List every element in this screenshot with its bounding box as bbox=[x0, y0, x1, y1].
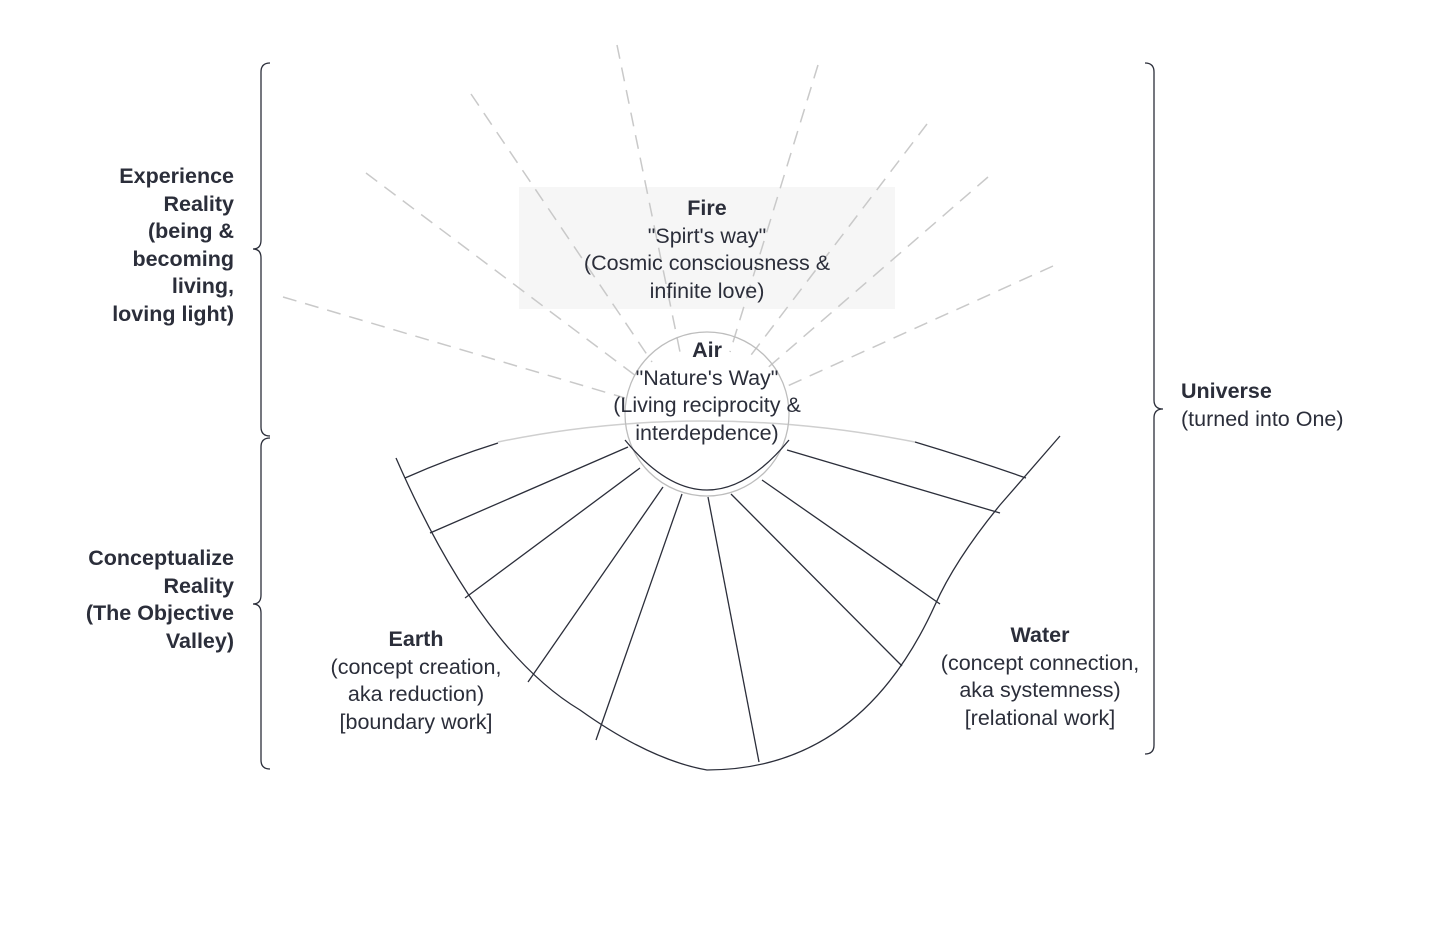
air-circle bbox=[624, 331, 790, 497]
valley-radial bbox=[595, 493, 683, 741]
fire-line: "Spirt's way" bbox=[647, 223, 767, 248]
fire-box bbox=[519, 187, 895, 309]
conceptualize-line: Reality bbox=[163, 573, 234, 598]
valley-inner-curve bbox=[624, 439, 790, 491]
universe-label: Universe (turned into One) bbox=[1181, 378, 1344, 433]
braces bbox=[252, 62, 1164, 770]
earth-line: (concept creation, bbox=[330, 654, 502, 679]
brace-universe bbox=[1144, 62, 1164, 755]
conceptualize-reality-label: Conceptualize Reality (The Objective Val… bbox=[86, 545, 234, 655]
water-line: [relational work] bbox=[964, 705, 1116, 730]
earth-line: [boundary work] bbox=[339, 709, 493, 734]
valley-radial bbox=[730, 493, 903, 667]
conceptualize-line: (The Objective bbox=[85, 601, 234, 626]
experience-line: Experience bbox=[119, 164, 234, 188]
ray bbox=[782, 265, 1054, 389]
valley-radial bbox=[761, 479, 941, 605]
earth-line: aka reduction) bbox=[347, 682, 485, 707]
ray bbox=[616, 44, 681, 353]
universe-title: Universe bbox=[1181, 379, 1272, 403]
water-title: Water bbox=[1010, 623, 1070, 647]
water-label: Water (concept connection, aka systemnes… bbox=[920, 622, 1160, 732]
valley-radial bbox=[527, 486, 664, 683]
earth-label: Earth (concept creation, aka reduction) … bbox=[301, 626, 531, 736]
valley-upper-band-left bbox=[404, 442, 499, 479]
valley-radial bbox=[429, 446, 629, 534]
earth-title: Earth bbox=[388, 627, 444, 651]
experience-line: (being & bbox=[148, 219, 234, 244]
brace-experience bbox=[252, 62, 271, 437]
water-line: aka systemness) bbox=[959, 678, 1121, 703]
valley-radial bbox=[786, 449, 1001, 514]
experience-line: loving light) bbox=[112, 301, 234, 326]
fire-label: Fire "Spirt's way" (Cosmic consciousness… bbox=[519, 195, 895, 305]
brace-conceptualize bbox=[252, 437, 271, 770]
experience-line: living, bbox=[171, 274, 234, 299]
conceptualize-line: Conceptualize bbox=[88, 546, 234, 570]
valley-upper-band-right bbox=[914, 441, 1027, 479]
fire-title: Fire bbox=[687, 196, 727, 220]
horizon-arc bbox=[497, 420, 916, 443]
valley-outer-curve bbox=[395, 435, 1061, 771]
fire-line: (Cosmic consciousness & bbox=[583, 251, 831, 276]
air-title: Air bbox=[692, 338, 722, 362]
fire-line: infinite love) bbox=[649, 278, 765, 303]
air-line: (Living reciprocity & bbox=[613, 393, 801, 418]
experience-line: Reality bbox=[163, 191, 234, 216]
water-line: (concept connection, bbox=[940, 650, 1140, 675]
ray bbox=[365, 172, 637, 377]
experience-reality-label: Experience Reality (being & becoming liv… bbox=[112, 163, 234, 329]
air-line: "Nature's Way" bbox=[635, 365, 779, 390]
valley-radial bbox=[707, 496, 760, 763]
ray bbox=[729, 64, 819, 353]
conceptualize-line: Valley) bbox=[165, 628, 234, 653]
air-label: Air "Nature's Way" (Living reciprocity &… bbox=[557, 337, 857, 447]
experience-line: becoming bbox=[132, 246, 234, 271]
ray bbox=[470, 93, 653, 363]
ray bbox=[747, 123, 928, 360]
light-rays bbox=[282, 44, 1054, 399]
valley-lines bbox=[395, 435, 1061, 771]
ray bbox=[763, 176, 989, 372]
air-line: interdepdence) bbox=[635, 420, 779, 445]
ray bbox=[282, 296, 626, 399]
valley-radial bbox=[464, 467, 641, 599]
universe-line: (turned into One) bbox=[1181, 406, 1344, 431]
